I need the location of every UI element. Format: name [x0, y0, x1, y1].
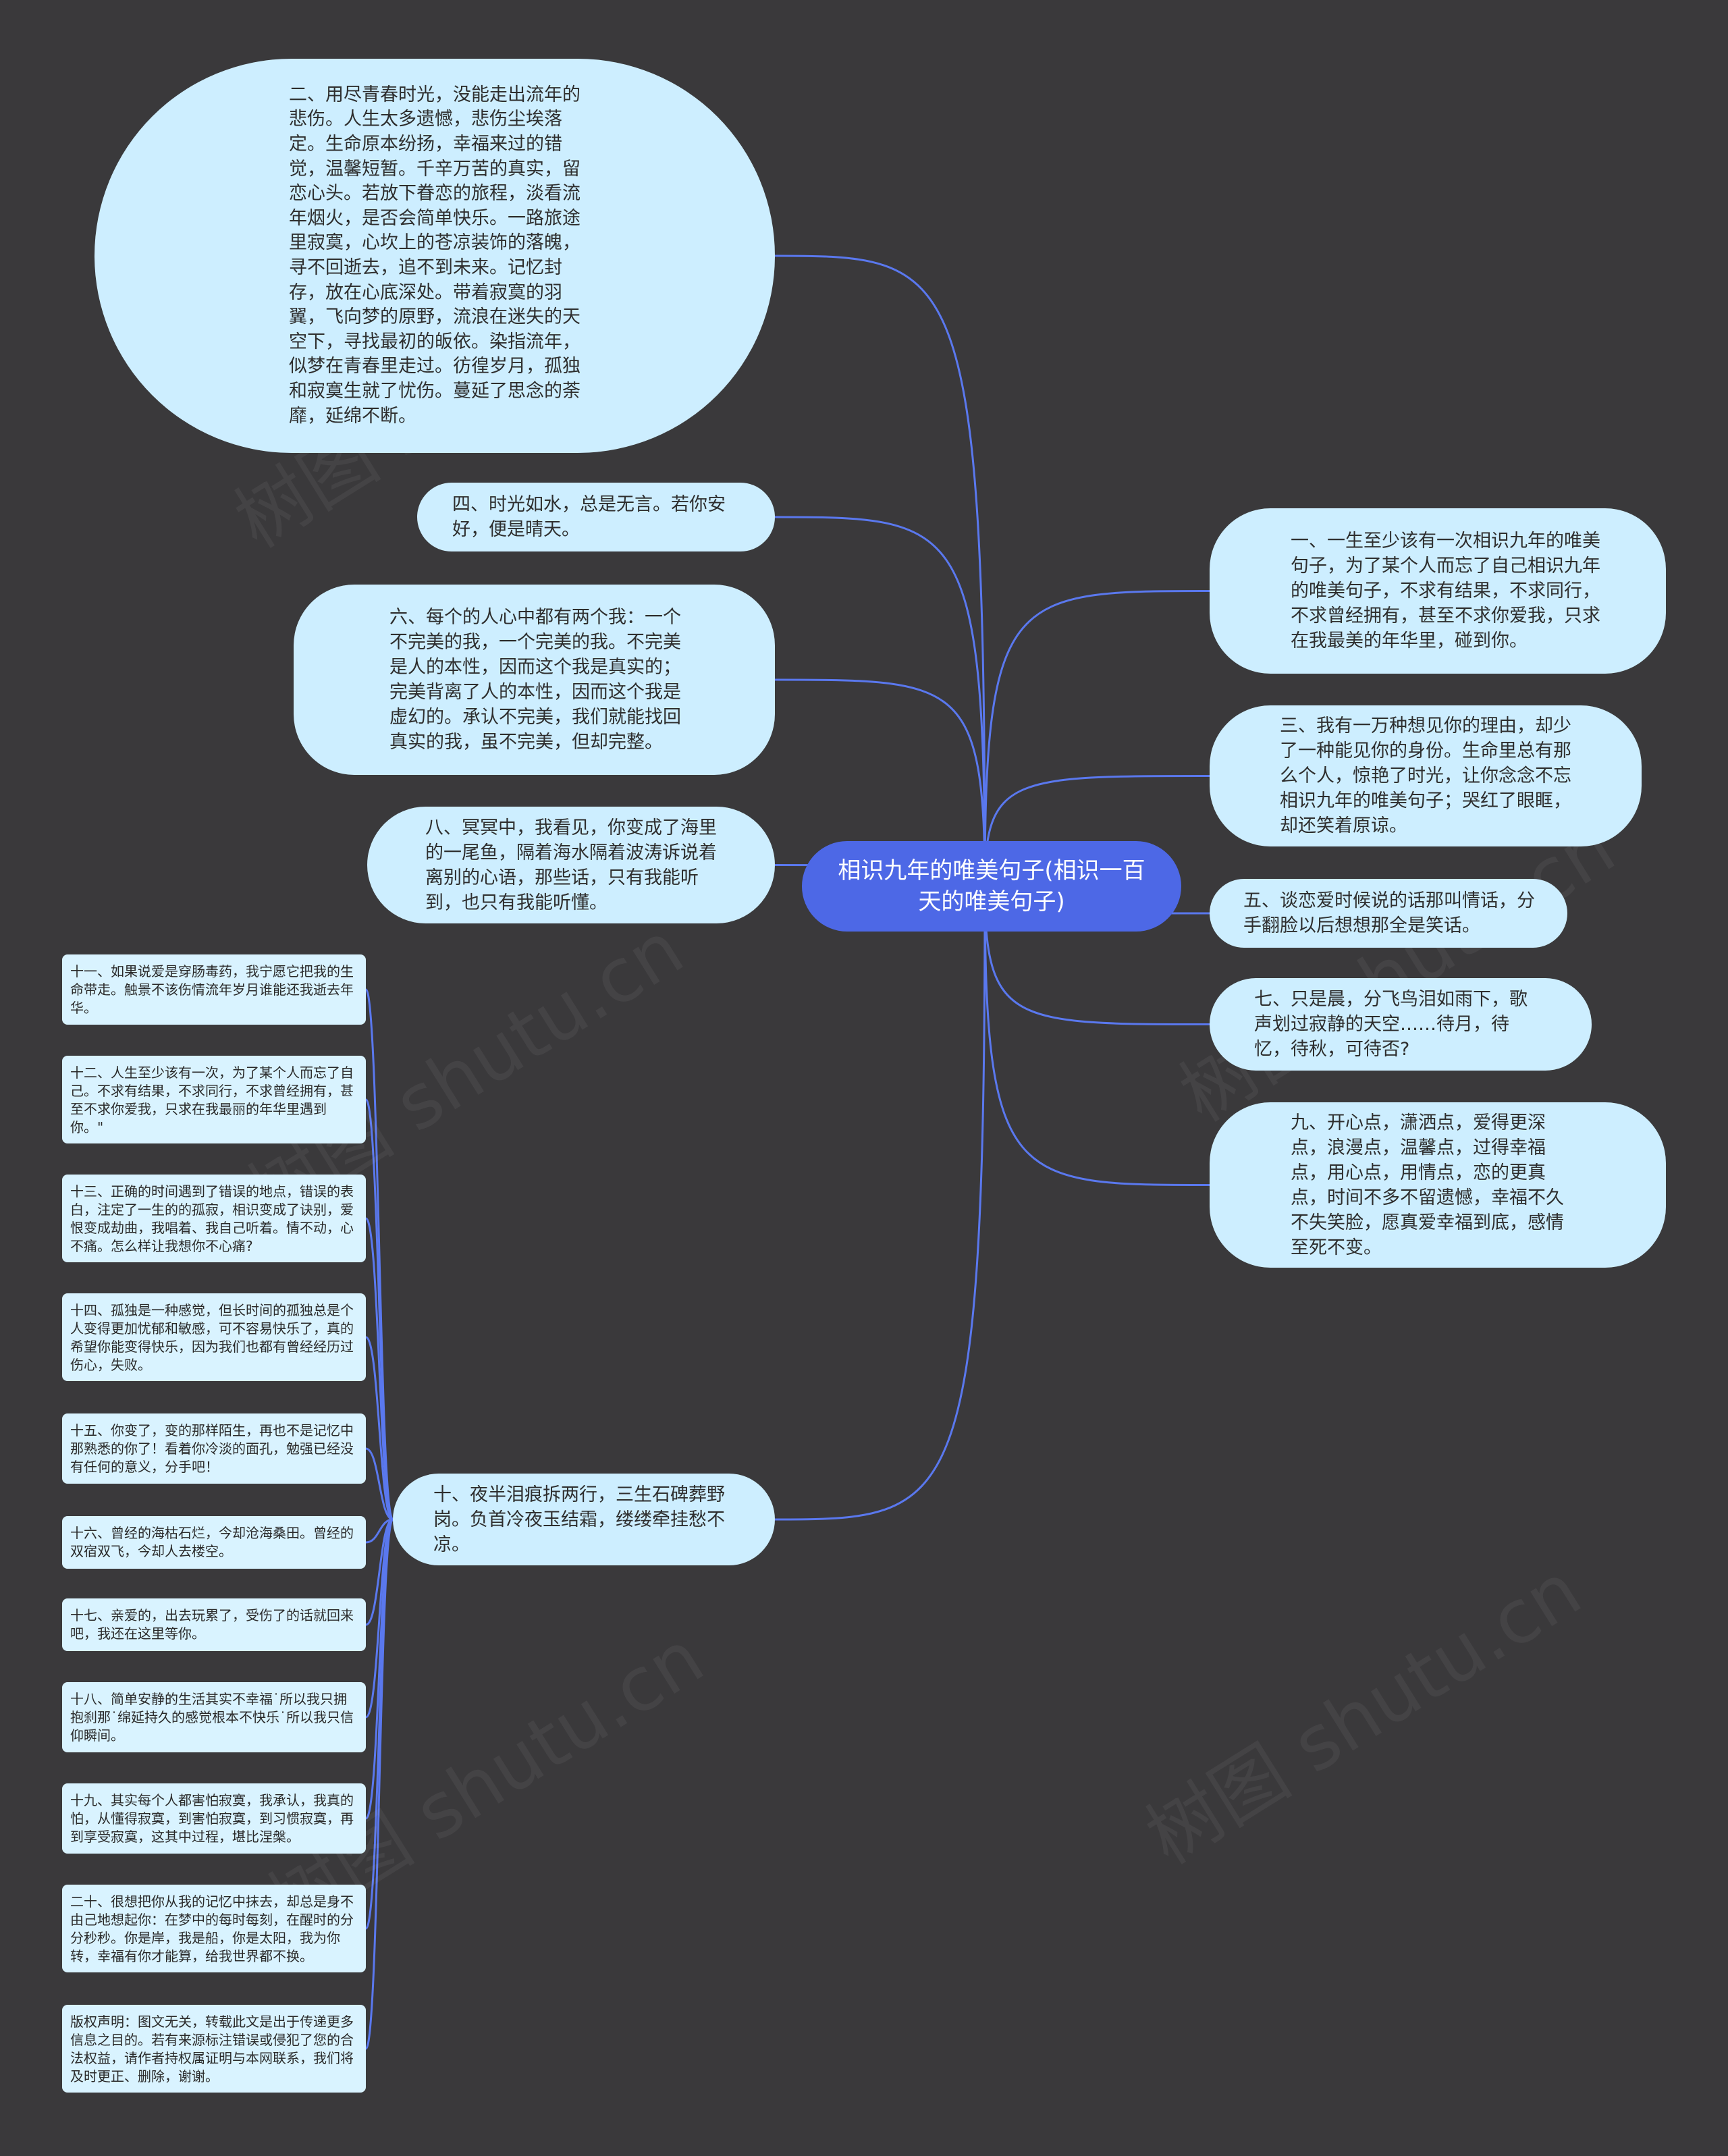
- topic-node-2[interactable]: 二、用尽青春时光，没能走出流年的悲伤。人生太多遗憾，悲伤尘埃落定。生命原本纷扬，…: [94, 59, 775, 453]
- central-topic[interactable]: 相识九年的唯美句子(相识一百天的唯美句子): [802, 841, 1181, 932]
- sub-connector-line: [364, 1518, 394, 1930]
- sub-connector-line: [364, 1518, 394, 2050]
- sub-card-18[interactable]: 十八、简单安静的生活其实不幸福˙所以我只拥抱刹那˙绵延持久的感觉根本不快乐˙所以…: [62, 1682, 366, 1752]
- topic-node-6[interactable]: 六、每个的人心中都有两个我：一个不完美的我，一个完美的我。不完美是人的本性，因而…: [294, 585, 775, 775]
- sub-connector-line: [365, 1447, 394, 1521]
- topic-node-7[interactable]: 七、只是晨，分飞鸟泪如雨下，歌声划过寂静的天空……待月，待忆，待秋，可待否?: [1210, 978, 1592, 1071]
- sub-card-text: 版权声明：图文无关，转载此文是出于传递更多信息之目的。若有来源标注错误或侵犯了您…: [70, 2014, 354, 2084]
- topic-node-text: 七、只是晨，分飞鸟泪如雨下，歌声划过寂静的天空……待月，待忆，待秋，可待否?: [1254, 989, 1528, 1060]
- topic-node-text: 一、一生至少该有一次相识九年的唯美句子，为了某个人而忘了自己相识九年的唯美句子，…: [1291, 531, 1600, 651]
- topic-node-9[interactable]: 九、开心点，潇洒点，爱得更深点，浪漫点，温馨点，过得幸福点，用心点，用情点，恋的…: [1210, 1102, 1666, 1268]
- sub-card-copyright[interactable]: 版权声明：图文无关，转载此文是出于传递更多信息之目的。若有来源标注错误或侵犯了您…: [62, 2005, 366, 2093]
- topic-node-text: 三、我有一万种想见你的理由，却少了一种能见你的身份。生命里总有那么个人，惊艳了时…: [1280, 716, 1571, 836]
- topic-node-4[interactable]: 四、时光如水，总是无言。若你安好，便是晴天。: [417, 483, 775, 551]
- topic-node-3[interactable]: 三、我有一万种想见你的理由，却少了一种能见你的身份。生命里总有那么个人，惊艳了时…: [1210, 705, 1642, 846]
- sub-card-19[interactable]: 十九、其实每个人都害怕寂寞，我承认，我真的怕，从懂得寂寞，到害怕寂寞，到习惯寂寞…: [62, 1783, 366, 1854]
- topic-node-text: 十、夜半泪痕拆两行，三生石碑葬野岗。负首冷夜玉结霜，缕缕牵挂愁不凉。: [433, 1484, 725, 1555]
- sub-card-text: 十三、正确的时间遇到了错误的地点，错误的表白，注定了一生的的孤寂，相识变成了诀别…: [70, 1183, 354, 1254]
- central-topic-label: 相识九年的唯美句子(相识一百天的唯美句子): [838, 857, 1145, 915]
- sub-card-12[interactable]: 十二、人生至少该有一次，为了某个人而忘了自己。不求有结果，不求同行，不求曾经拥有…: [62, 1056, 366, 1143]
- sub-card-text: 十二、人生至少该有一次，为了某个人而忘了自己。不求有结果，不求同行，不求曾经拥有…: [70, 1064, 354, 1135]
- sub-card-text: 十八、简单安静的生活其实不幸福˙所以我只拥抱刹那˙绵延持久的感觉根本不快乐˙所以…: [70, 1691, 354, 1744]
- sub-card-20[interactable]: 二十、很想把你从我的记忆中抹去，却总是身不由己地想起你：在梦中的每时每刻，在醒时…: [62, 1885, 366, 1972]
- sub-card-text: 十五、你变了，变的那样陌生，再也不是记忆中那熟悉的你了！看着你冷淡的面孔，勉强已…: [70, 1422, 354, 1475]
- sub-connector-line: [365, 1518, 394, 1544]
- connector-line: [774, 516, 986, 887]
- topic-node-text: 九、开心点，潇洒点，爱得更深点，浪漫点，温馨点，过得幸福点，用心点，用情点，恋的…: [1291, 1112, 1564, 1258]
- sub-card-text: 十一、如果说爱是穿肠毒药，我宁愿它把我的生命带走。触景不该伤情流年岁月谁能还我逝…: [70, 963, 354, 1016]
- topic-node-text: 四、时光如水，总是无言。若你安好，便是晴天。: [452, 494, 726, 540]
- topic-node-10[interactable]: 十、夜半泪痕拆两行，三生石碑葬野岗。负首冷夜玉结霜，缕缕牵挂愁不凉。: [393, 1474, 775, 1565]
- connector-line: [774, 254, 986, 887]
- connector-line: [983, 886, 1210, 1186]
- sub-card-text: 十四、孤独是一种感觉，但长时间的孤独总是个人变得更加忧郁和敏感，可不容易快乐了，…: [70, 1302, 354, 1373]
- topic-node-1[interactable]: 一、一生至少该有一次相识九年的唯美句子，为了某个人而忘了自己相识九年的唯美句子，…: [1210, 508, 1666, 674]
- sub-card-text: 十九、其实每个人都害怕寂寞，我承认，我真的怕，从懂得寂寞，到害怕寂寞，到习惯寂寞…: [70, 1792, 354, 1845]
- sub-card-text: 十六、曾经的海枯石烂，今却沧海桑田。曾经的双宿双飞，今却人去楼空。: [70, 1525, 354, 1559]
- connector-line: [774, 678, 986, 887]
- sub-card-14[interactable]: 十四、孤独是一种感觉，但长时间的孤独总是个人变得更加忧郁和敏感，可不容易快乐了，…: [62, 1293, 366, 1381]
- sub-connector-line: [364, 1336, 394, 1521]
- topic-node-5[interactable]: 五、谈恋爱时候说的话那叫情话，分手翻脸以后想想那全是笑话。: [1210, 879, 1567, 948]
- sub-connector-line: [364, 1217, 394, 1521]
- sub-connector-line: [365, 1518, 394, 1626]
- connector-line: [983, 590, 1210, 887]
- connector-line: [774, 886, 986, 1521]
- topic-node-text: 八、冥冥中，我看见，你变成了海里的一尾鱼，隔着海水隔着波涛诉说着离别的心语，那些…: [425, 817, 717, 913]
- sub-card-15[interactable]: 十五、你变了，变的那样陌生，再也不是记忆中那熟悉的你了！看着你冷淡的面孔，勉强已…: [62, 1413, 366, 1484]
- sub-card-11[interactable]: 十一、如果说爱是穿肠毒药，我宁愿它把我的生命带走。触景不该伤情流年岁月谁能还我逝…: [62, 954, 366, 1025]
- topic-node-text: 五、谈恋爱时候说的话那叫情话，分手翻脸以后想想那全是笑话。: [1243, 890, 1535, 936]
- topic-node-8[interactable]: 八、冥冥中，我看见，你变成了海里的一尾鱼，隔着海水隔着波涛诉说着离别的心语，那些…: [367, 807, 775, 923]
- topic-node-text: 二、用尽青春时光，没能走出流年的悲伤。人生太多遗憾，悲伤尘埃落定。生命原本纷扬，…: [289, 84, 580, 427]
- connector-line: [983, 886, 1210, 1025]
- topic-node-text: 六、每个的人心中都有两个我：一个不完美的我，一个完美的我。不完美是人的本性，因而…: [389, 607, 681, 753]
- sub-card-13[interactable]: 十三、正确的时间遇到了错误的地点，错误的表白，注定了一生的的孤寂，相识变成了诀别…: [62, 1175, 366, 1262]
- sub-card-17[interactable]: 十七、亲爱的，出去玩累了，受伤了的话就回来吧，我还在这里等你。: [62, 1598, 366, 1651]
- sub-card-text: 十七、亲爱的，出去玩累了，受伤了的话就回来吧，我还在这里等你。: [70, 1607, 354, 1642]
- sub-connector-line: [364, 1098, 394, 1521]
- sub-card-16[interactable]: 十六、曾经的海枯石烂，今却沧海桑田。曾经的双宿双飞，今却人去楼空。: [62, 1516, 366, 1569]
- sub-card-text: 二十、很想把你从我的记忆中抹去，却总是身不由己地想起你：在梦中的每时每刻，在醒时…: [70, 1893, 354, 1964]
